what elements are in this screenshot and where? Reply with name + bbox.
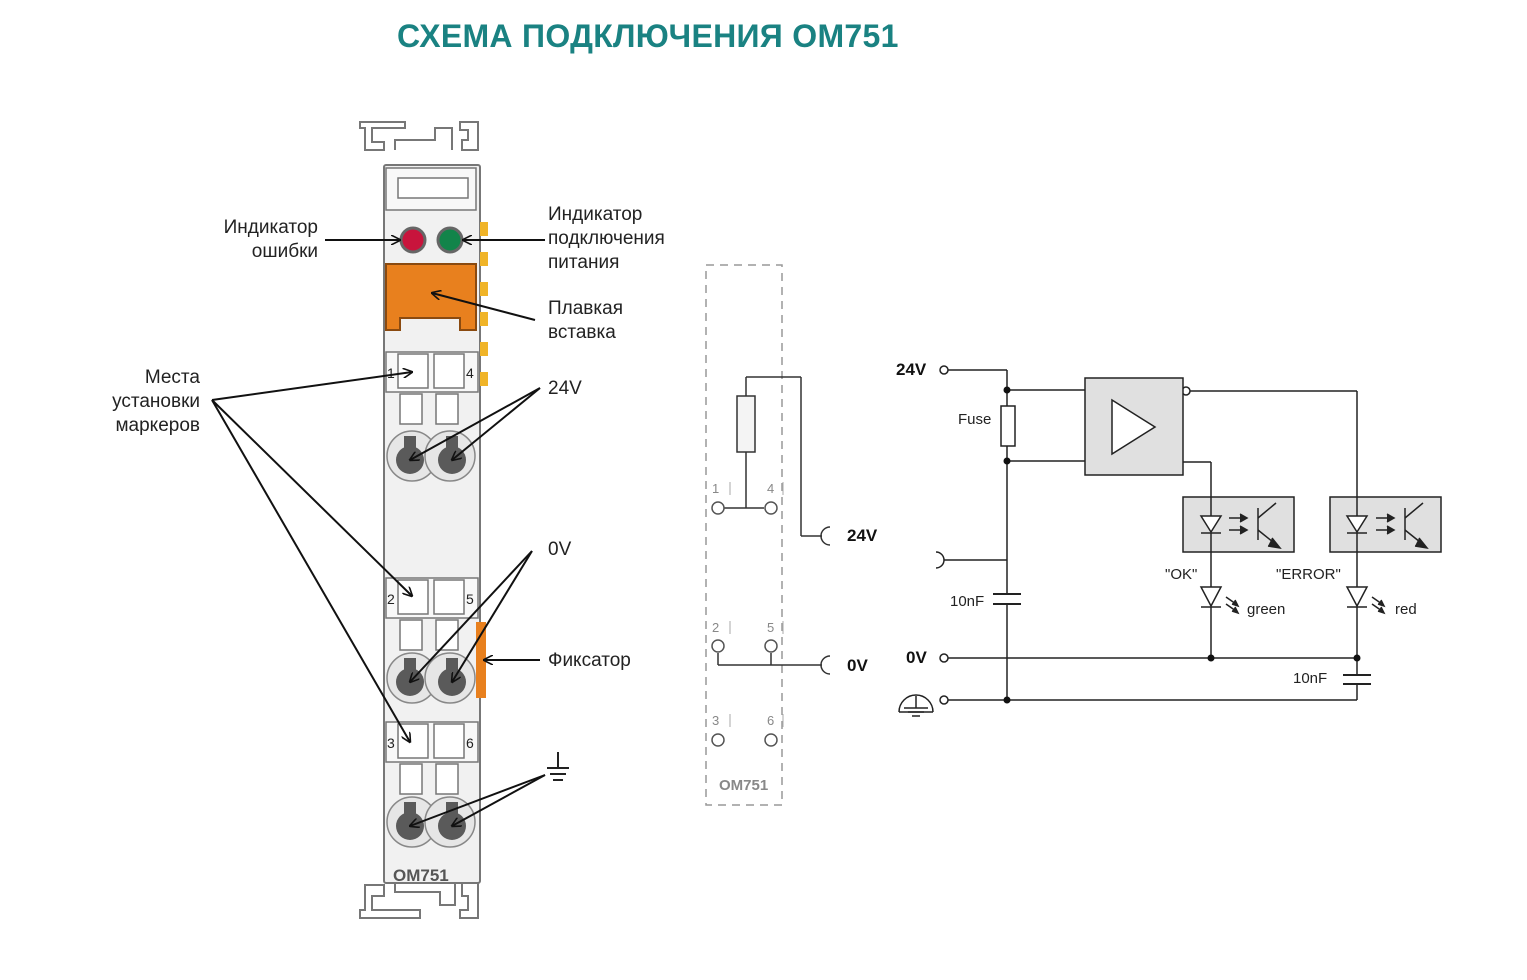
wiring-lines [717,376,831,675]
cap1-label: 10nF [950,593,984,610]
module-label: OM751 [393,866,449,885]
fuse-insert-label: Плавкая вставка [548,298,623,343]
terminal-number-2: 2 [387,591,395,607]
side-contacts [480,222,488,386]
cap2-label: 10nF [1293,670,1327,687]
wiring-pin-6: 6 [767,713,774,728]
marker-label-area [397,177,469,199]
pin-ticks [729,482,784,727]
wiring-pin-1: 1 [712,481,719,496]
circuit-junctions [1003,386,1361,704]
diode-icon [1345,586,1386,615]
earth-icon [898,694,934,717]
wiring-pin-2: 2 [712,620,719,635]
wiring-pin-4: 4 [767,481,774,496]
power-led [436,226,464,254]
circuit-24v-label: 24V [896,360,927,379]
triangle-amplifier-icon [1111,398,1157,456]
wiring-0v-label: 0V [847,656,868,675]
wiring-pin-3: 3 [712,713,719,728]
wiring-pin-5: 5 [767,620,774,635]
optocoupler-ok [1182,496,1295,553]
wiring-pins [711,501,778,747]
fuse-symbol [1000,405,1016,447]
red-label: red [1395,601,1417,618]
optocoupler-error [1329,496,1442,553]
error-label: "ERROR" [1276,566,1341,583]
v0-callout-label: 0V [548,539,572,560]
v24-callout-label: 24V [548,378,582,399]
wiring-module-label: OM751 [719,777,768,794]
terminal-number-4: 4 [466,365,474,381]
capacitor-1 [993,593,1021,605]
terminal-number-3: 3 [387,735,395,751]
capacitor-2 [1343,674,1371,685]
page-title: СХЕМА ПОДКЛЮЧЕНИЯ OM751 [397,18,899,54]
error-led [399,226,427,254]
latch-label: Фиксатор [548,650,631,671]
diode-icon [1199,586,1240,615]
callout-arrows [211,240,546,826]
terminal-number-5: 5 [466,591,474,607]
wiring-24v-label: 24V [847,526,878,545]
fuse-label: Fuse [958,411,991,428]
ok-label: "OK" [1165,566,1197,583]
error-indicator-label: Индикатор ошибки [223,217,318,262]
circuit-0v-label: 0V [906,648,927,667]
terminal-number-1: 1 [387,365,395,381]
terminal-number-6: 6 [466,735,474,751]
marker-places-label: Места установки маркеров [112,367,200,436]
latch[interactable] [476,622,486,698]
ground-icon [547,752,569,781]
power-indicator-label: Индикатор подключения питания [548,204,665,273]
module-body [359,121,481,919]
green-label: green [1247,601,1285,618]
